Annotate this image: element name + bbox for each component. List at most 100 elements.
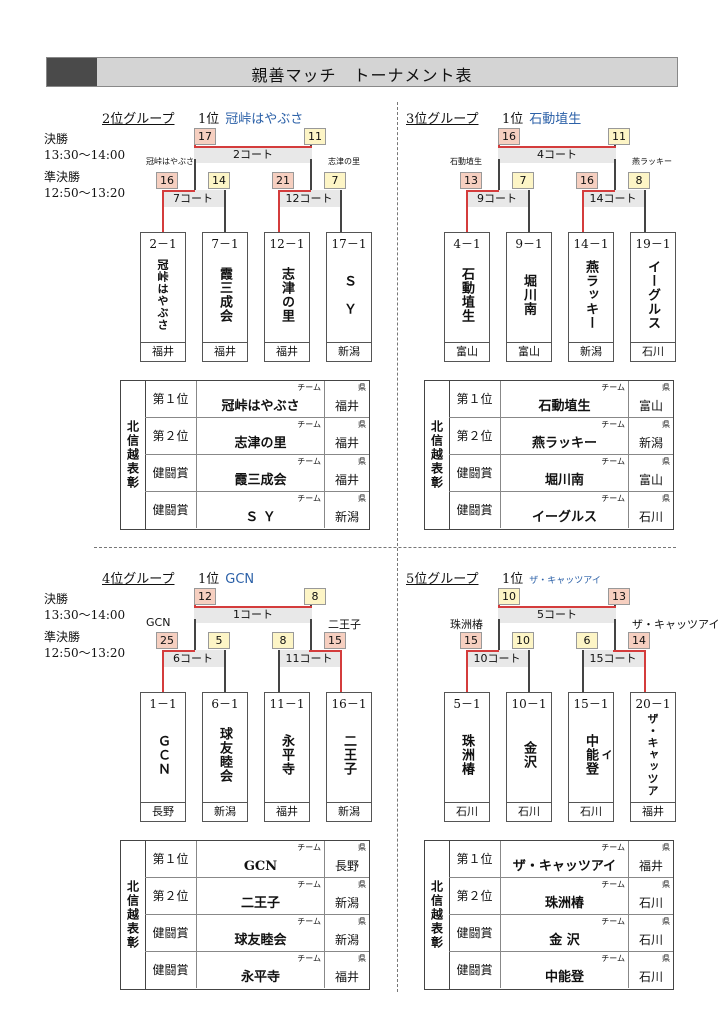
award-team: 霞三成会 — [234, 473, 287, 488]
semi-2-left-vertical — [582, 190, 584, 232]
award-pref-cell: 県福井 — [325, 455, 369, 491]
semi-2-left-score: 21 — [272, 172, 294, 189]
semi-1-right-score: 5 — [208, 632, 230, 649]
award-team: Ｓ Ｙ — [245, 510, 276, 525]
award-team-cell: チーム珠洲椿 — [501, 878, 629, 914]
team-name: 永平寺 — [279, 734, 294, 776]
award-pref: 新潟 — [638, 436, 663, 450]
award-place: 健闘賞 — [145, 455, 197, 491]
award-place: 健闘賞 — [449, 455, 501, 491]
semi-1-left-vertical — [162, 650, 164, 692]
semi-1-right-vertical — [224, 190, 226, 232]
award-place: 第２位 — [449, 878, 501, 914]
final-bar — [498, 146, 616, 148]
team-seed: 19－1 — [635, 237, 671, 251]
award-place: 健闘賞 — [449, 492, 501, 528]
team-prefecture: 石川 — [507, 802, 551, 821]
award-pref-cell: 県富山 — [629, 455, 673, 491]
award-pref: 福井 — [334, 436, 359, 450]
award-team-cell: チームザ・キャッツアイ — [501, 841, 629, 877]
semi-1-left-vertical — [162, 190, 164, 232]
final-right-team-name: 燕ラッキー — [632, 157, 672, 166]
semi-2-bar — [582, 190, 615, 192]
award-team: イーグルス — [531, 510, 597, 525]
semi-2-court: 15コート — [582, 650, 644, 667]
group-title: 5位グループ — [406, 572, 479, 587]
team-name: 二王子 — [341, 734, 356, 776]
group-winner-name: GCN — [225, 572, 255, 587]
award-row: 第２位チーム珠洲椿県石川 — [449, 878, 673, 915]
final-left-score: 12 — [194, 588, 216, 605]
team-seed: 15－1 — [573, 697, 609, 711]
semi-1-bar — [162, 650, 195, 652]
semi-1-right-score: 10 — [512, 632, 534, 649]
award-row: 第１位チーム石動埴生県富山 — [449, 381, 673, 418]
semi-1-right-score: 7 — [512, 172, 534, 189]
award-team-cell: チーム球友睦会 — [197, 915, 325, 951]
semi-time: 12:50～13:20 — [44, 646, 126, 660]
team-prefecture: 石川 — [631, 342, 675, 361]
semi-2-bar — [613, 650, 646, 652]
semi-left-to-final — [194, 159, 196, 190]
team-name: 燕ラッキー — [583, 260, 598, 330]
award-place: 健闘賞 — [449, 952, 501, 988]
award-place: 第１位 — [449, 381, 501, 417]
team-prefecture: 石川 — [445, 802, 489, 821]
final-left-score: 16 — [498, 128, 520, 145]
team-seed: 2－1 — [149, 237, 177, 251]
team-name: 石動埴生 — [459, 267, 474, 323]
award-team: 冠峠はやぶさ — [221, 399, 300, 414]
award-pref: 長野 — [334, 859, 359, 873]
semi-2-right-vertical — [340, 190, 342, 232]
award-pref: 石川 — [638, 970, 663, 984]
award-pref: 富山 — [638, 399, 663, 413]
final-right-team-name: 志津の里 — [328, 157, 360, 166]
final-court: 4コート — [498, 146, 616, 163]
final-bar — [498, 606, 616, 608]
team-name: ＧＣＮ — [155, 734, 170, 776]
team-prefecture: 新潟 — [327, 342, 371, 361]
team-seed: 6－1 — [211, 697, 239, 711]
semi-2-court: 11コート — [278, 650, 340, 667]
pref-column-header: 県 — [358, 917, 366, 926]
semi-1-left-score: 13 — [460, 172, 482, 189]
team-prefecture: 福井 — [265, 802, 309, 821]
semi-2-right-score: 7 — [324, 172, 346, 189]
award-team-cell: チーム中能登 — [501, 952, 629, 988]
award-team-cell: チーム二王子 — [197, 878, 325, 914]
team-name: 志津の里 — [279, 267, 294, 323]
award-team: 二王子 — [240, 896, 280, 911]
pref-column-header: 県 — [358, 843, 366, 852]
team-seed: 10－1 — [511, 697, 547, 711]
awards-side-label: 北信越表彰 — [121, 381, 146, 529]
group-title: 2位グループ — [102, 112, 175, 127]
semi-1-left-score: 15 — [460, 632, 482, 649]
team-prefecture: 福井 — [141, 342, 185, 361]
award-place: 健闘賞 — [449, 915, 501, 951]
pref-column-header: 県 — [358, 457, 366, 466]
award-pref: 福井 — [638, 859, 663, 873]
semi-1-left-score: 25 — [156, 632, 178, 649]
team-prefecture: 福井 — [631, 802, 675, 821]
award-pref-cell: 県長野 — [325, 841, 369, 877]
group-title: 4位グループ — [102, 572, 175, 587]
final-court: 2コート — [194, 146, 312, 163]
final-time: 13:30～14:00 — [44, 148, 126, 162]
final-left-team-name: 珠洲椿 — [450, 618, 483, 631]
award-pref-cell: 県福井 — [629, 841, 673, 877]
pref-column-header: 県 — [662, 420, 670, 429]
team-column-header: チーム — [297, 457, 321, 466]
award-pref: 石川 — [638, 896, 663, 910]
award-team-cell: チームイーグルス — [501, 492, 629, 528]
award-team: GCN — [243, 859, 278, 874]
